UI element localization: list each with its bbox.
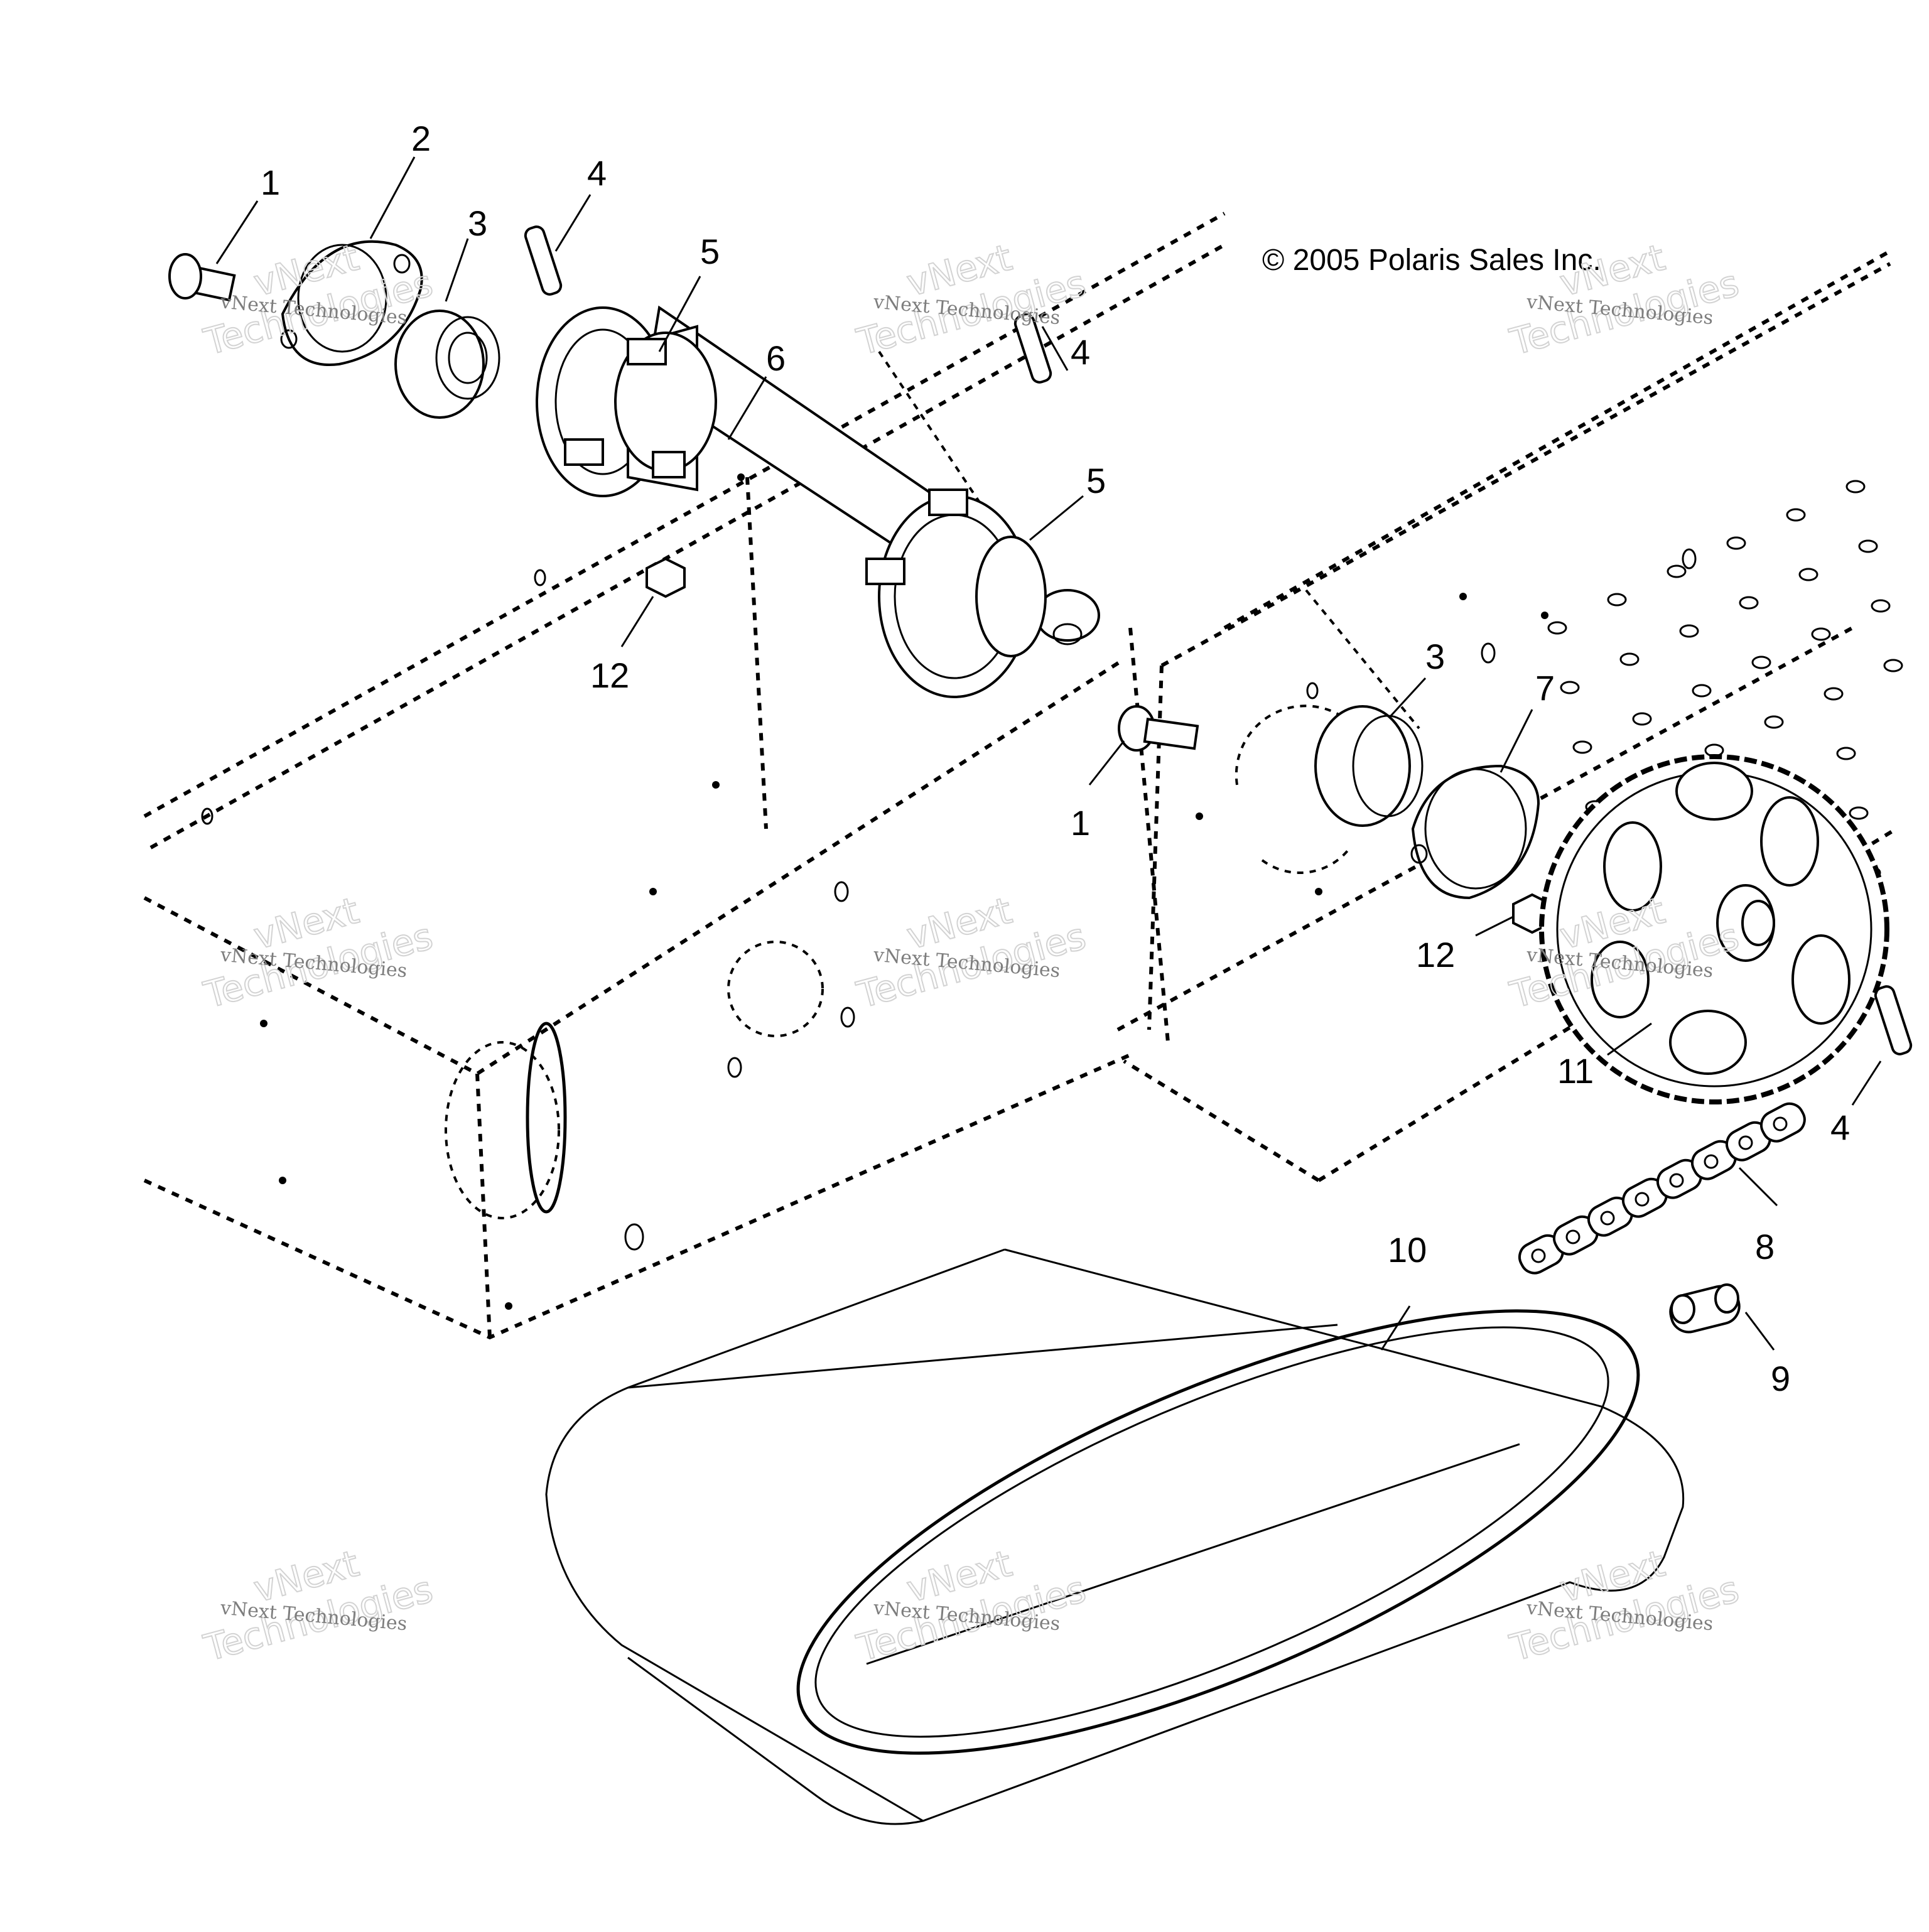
callout-labels: 1 2 3 4 5 6 4 5 12 3 7 1 12 11 4 8 10 9 — [261, 119, 1850, 1398]
callout-4-upper: 4 — [587, 153, 607, 193]
callout-4-right: 4 — [1830, 1108, 1850, 1147]
track-lug — [1871, 599, 1891, 613]
track-lug — [1560, 681, 1580, 694]
callout-3-right: 3 — [1425, 637, 1445, 676]
chain-roller — [1531, 1248, 1546, 1263]
pin-right — [1874, 985, 1913, 1055]
chain-roller — [1738, 1135, 1753, 1150]
drive-track — [545, 1248, 1685, 1825]
chain-roller — [1669, 1173, 1684, 1188]
callout-8: 8 — [1755, 1227, 1775, 1266]
chassis-tunnel — [143, 212, 1898, 1340]
track-lug — [1751, 656, 1771, 669]
pin-middle — [1013, 313, 1052, 384]
track-lug — [1849, 806, 1869, 820]
callout-11: 11 — [1557, 1051, 1594, 1091]
track-lug — [1811, 627, 1831, 641]
drive-chain — [1518, 1102, 1806, 1275]
flange-bolt-left — [168, 253, 236, 302]
chain-roller — [1565, 1229, 1580, 1244]
chain-roller — [1773, 1116, 1788, 1131]
callout-12-right: 12 — [1416, 935, 1455, 974]
callout-5-upper: 5 — [700, 232, 720, 271]
chain-master-link — [1669, 1283, 1741, 1334]
chassis-holes — [201, 548, 1697, 1310]
track-lug — [1883, 659, 1903, 672]
callout-7: 7 — [1535, 668, 1555, 708]
pin-upper — [524, 225, 563, 296]
bearing-right — [1314, 705, 1424, 827]
bearing-flange-left — [280, 240, 423, 366]
flange-bolt-right — [1118, 705, 1199, 752]
nut-left — [646, 557, 686, 598]
track-lug — [1572, 740, 1592, 754]
callout-4-middle: 4 — [1071, 332, 1090, 372]
track-lug — [1836, 747, 1856, 760]
bearing-flange-right — [1410, 764, 1540, 900]
track-lug — [1726, 536, 1746, 550]
callout-6: 6 — [766, 338, 786, 378]
track-lug — [1632, 712, 1652, 726]
chain-link — [1759, 1102, 1806, 1143]
track-lug — [1679, 624, 1699, 638]
callout-2: 2 — [411, 119, 431, 158]
copyright-notice: © 2005 Polaris Sales Inc. — [1262, 244, 1601, 277]
callout-10: 10 — [1388, 1230, 1427, 1270]
track-lug — [1692, 684, 1712, 698]
callout-3-left: 3 — [468, 203, 487, 243]
driven-sprocket — [1539, 754, 1889, 1104]
track-lug — [1607, 593, 1627, 607]
callout-9: 9 — [1771, 1359, 1790, 1398]
callout-1-left: 1 — [261, 163, 280, 202]
track-lug — [1547, 621, 1567, 635]
callout-1-right: 1 — [1071, 803, 1090, 843]
leader-lines — [215, 156, 1882, 1351]
callout-5-lower: 5 — [1086, 461, 1106, 500]
callout-12-left: 12 — [590, 656, 629, 695]
track-lug — [1845, 480, 1866, 494]
track-lug — [1786, 508, 1806, 522]
track-lug — [1739, 596, 1759, 610]
drive-sprocket-upper — [536, 306, 717, 497]
drive-sprocket-lower — [865, 488, 1047, 698]
track-lug — [1858, 539, 1878, 553]
track-lug — [1667, 564, 1687, 578]
chain-roller — [1635, 1192, 1650, 1207]
bearing-left — [394, 310, 500, 419]
track-lug — [1798, 568, 1818, 581]
track-lug — [1824, 687, 1844, 701]
track-lug — [1764, 715, 1784, 729]
track-lug — [1619, 652, 1640, 666]
chain-roller — [1600, 1211, 1615, 1226]
chain-roller — [1704, 1154, 1719, 1169]
